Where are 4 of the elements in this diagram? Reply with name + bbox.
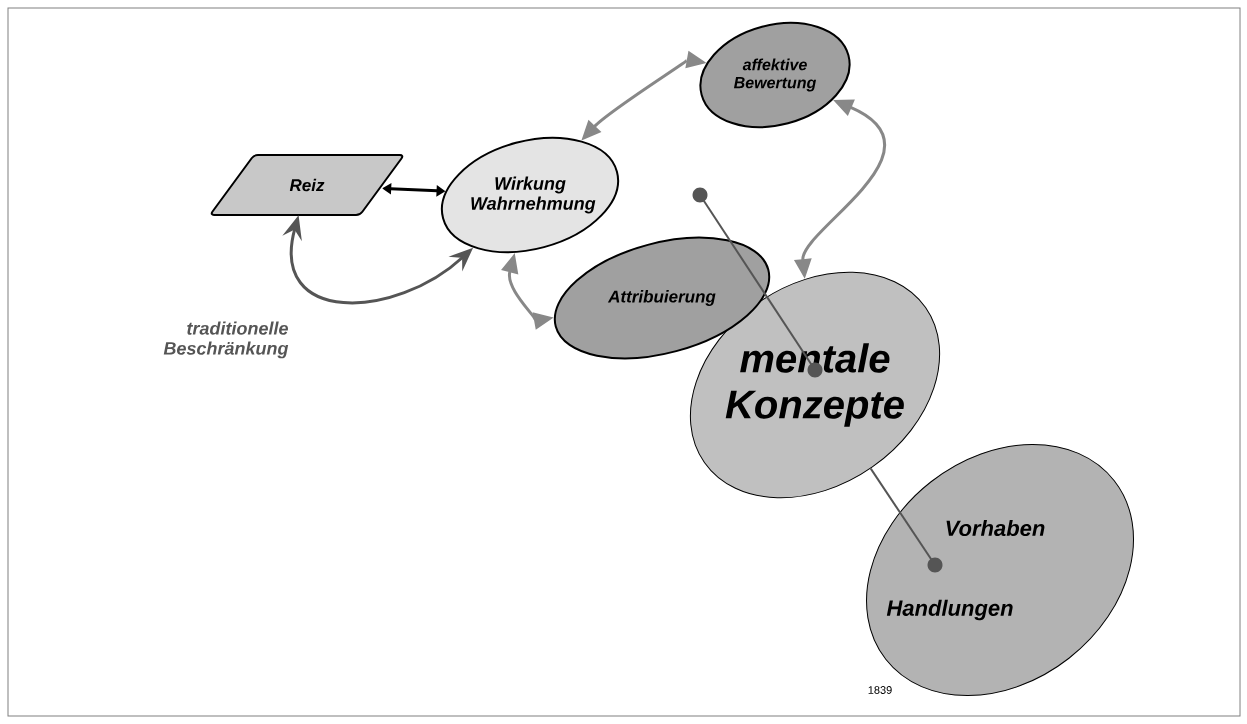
figure-number: 1839 [868,686,892,694]
parallelogram-node: Reiz [210,154,404,216]
pin-line [869,467,943,573]
edge-label: traditionelle Beschränkung [163,321,289,359]
